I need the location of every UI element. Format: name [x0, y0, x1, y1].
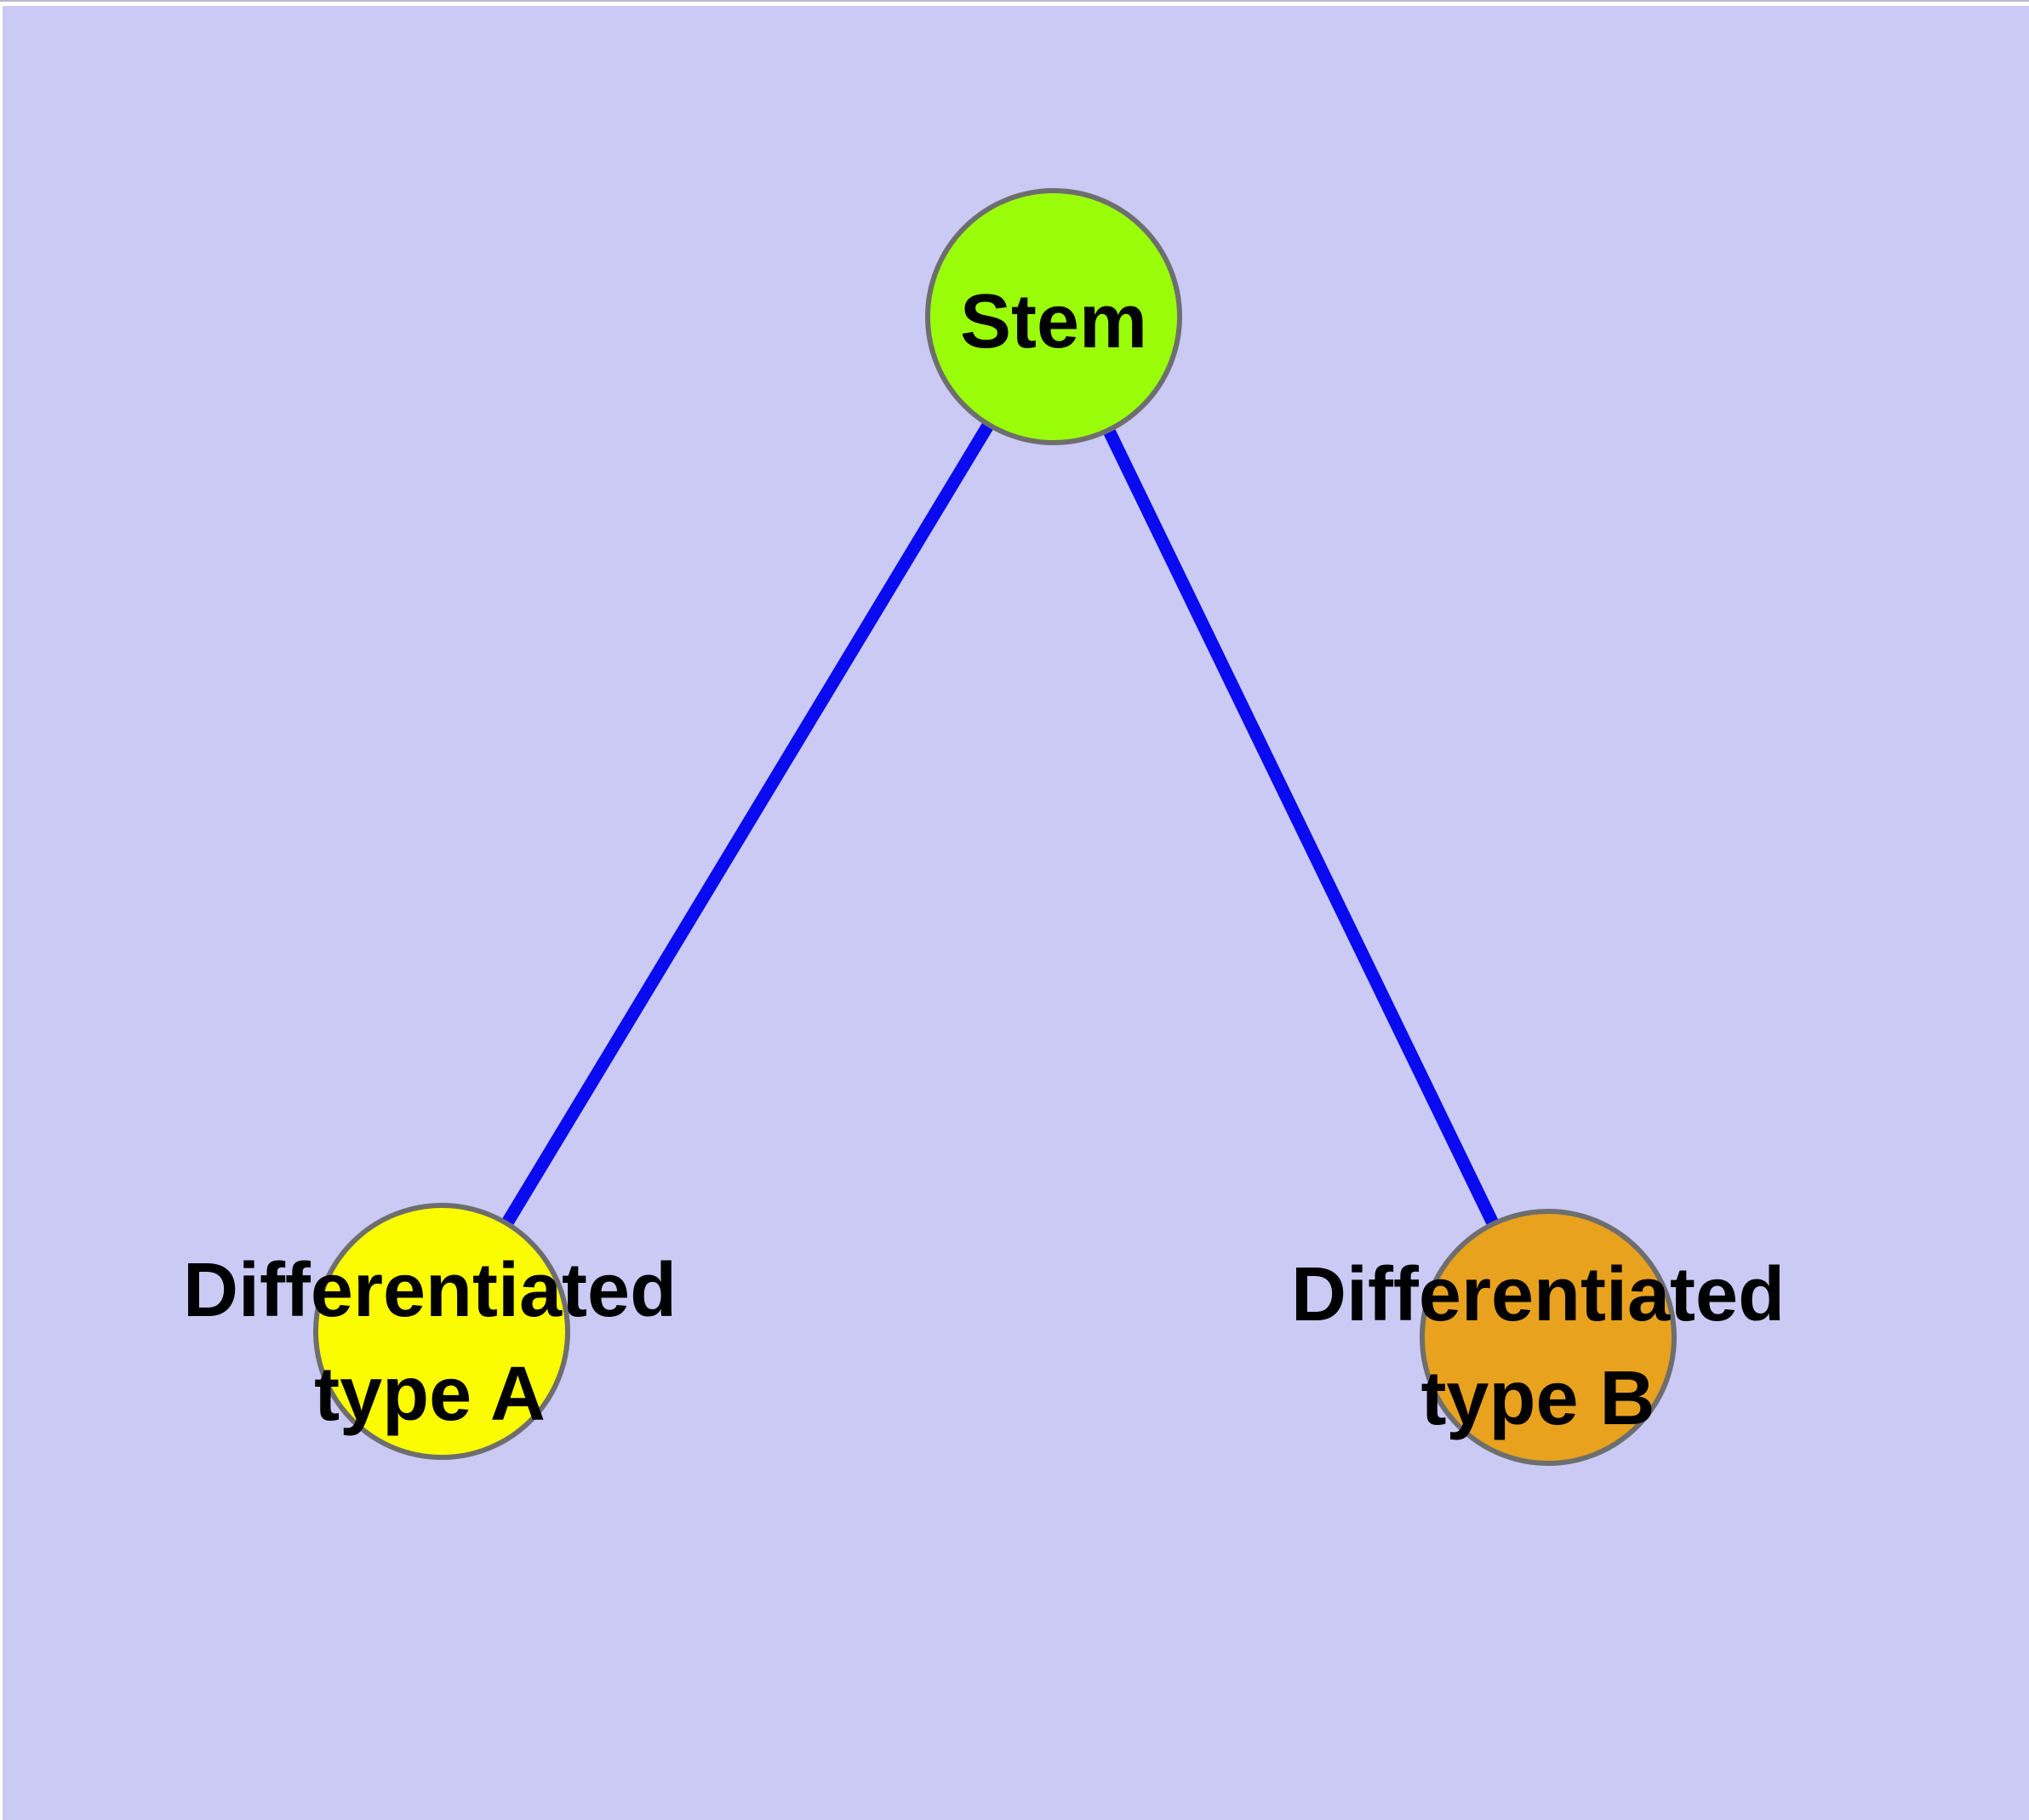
- edge-layer: [436, 313, 1554, 1341]
- node-differentiated-type-a-label: Differentiated type A: [183, 1239, 677, 1446]
- node-stem-label: Stem: [960, 270, 1147, 374]
- edge-stem-to-type-b: [1048, 313, 1554, 1341]
- top-border-line: [0, 0, 2029, 2]
- node-differentiated-type-b-label-line2: type B: [1420, 1356, 1655, 1441]
- edge-stem-to-type-a: [436, 313, 1060, 1335]
- node-differentiated-type-a-label-line2: type A: [314, 1352, 546, 1437]
- node-differentiated-type-b-label: Differentiated type B: [1291, 1243, 1785, 1451]
- node-differentiated-type-b-label-line1: Differentiated: [1290, 1252, 1786, 1337]
- node-differentiated-type-a-circle: [313, 1203, 570, 1460]
- node-stem-circle: [925, 188, 1182, 445]
- diagram-canvas: Stem Differentiated type A Differentiate…: [3, 6, 2029, 1820]
- node-differentiated-type-a-label-line1: Differentiated: [182, 1248, 677, 1333]
- node-stem-label-text: Stem: [959, 279, 1148, 364]
- node-differentiated-type-b-circle: [1420, 1209, 1677, 1466]
